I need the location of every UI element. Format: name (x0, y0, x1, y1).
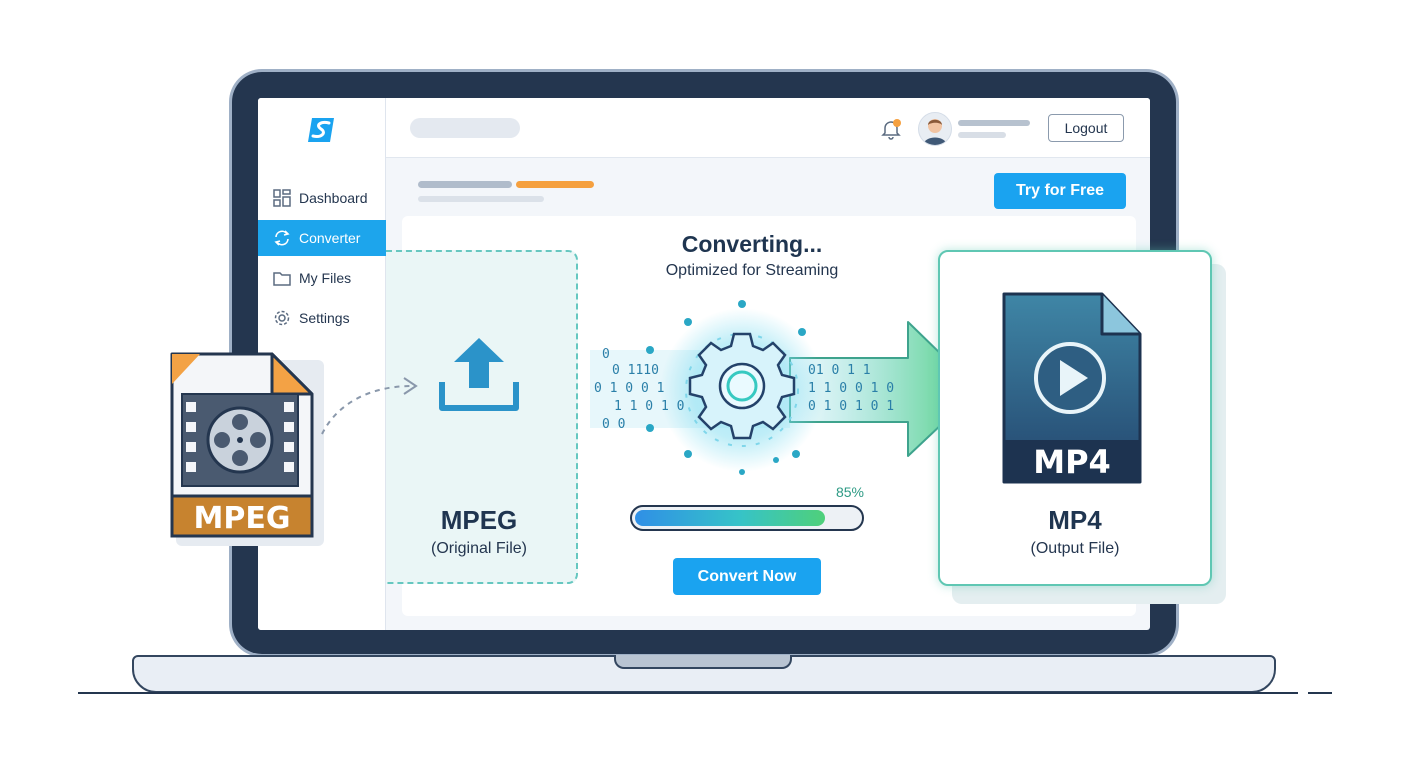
ground-line-dash (1308, 692, 1332, 694)
refresh-icon (272, 228, 292, 248)
notification-dot (893, 119, 901, 127)
ground-line (78, 692, 1298, 694)
binary-right-line: 01 0 1 1 (808, 363, 871, 378)
search-input[interactable] (410, 118, 520, 138)
mp4-file-badge: MP4 (1033, 443, 1111, 481)
progress-bar-fill (635, 510, 825, 526)
gear-icon (688, 332, 796, 440)
mpeg-file-icon: MPEG (170, 352, 324, 546)
progress-bar (630, 505, 864, 531)
mp4-file-icon: MP4 (1002, 292, 1142, 484)
source-format-label: MPEG (440, 505, 518, 535)
dashboard-icon (272, 188, 292, 208)
sidebar-item-label: Settings (299, 310, 350, 326)
logout-button[interactable]: Logout (1048, 114, 1124, 142)
conversion-illustration: 0 0 1110 0 1 0 0 1 1 1 0 1 0 0 0 01 0 1 … (590, 300, 979, 475)
status-title: Converting... (681, 231, 823, 257)
sidebar-item-label: Dashboard (299, 190, 368, 206)
binary-right-line: 1 1 0 0 1 0 (808, 381, 894, 396)
sidebar-item-label: Converter (299, 230, 361, 246)
user-name-placeholder (958, 120, 1030, 126)
source-drop-zone[interactable] (386, 250, 578, 584)
breadcrumb-bar (418, 181, 512, 188)
binary-left-line: 0 1110 (612, 363, 659, 378)
progress-percent-label: 85% (835, 484, 864, 500)
binary-left-line: 0 1 0 0 1 (594, 381, 664, 396)
sidebar-item-converter[interactable]: Converter (258, 220, 386, 256)
convert-now-button[interactable]: Convert Now (673, 558, 821, 595)
sidebar-item-settings[interactable]: Settings (258, 300, 386, 336)
status-subtitle: Optimized for Streaming (665, 262, 839, 279)
gear-icon (272, 308, 292, 328)
breadcrumb-bar-highlight (516, 181, 594, 188)
breadcrumb-subline (418, 196, 544, 202)
app-logo-icon (308, 118, 334, 142)
output-caption: (Output File) (1030, 540, 1120, 557)
sidebar-item-dashboard[interactable]: Dashboard (258, 180, 386, 216)
laptop-notch (614, 655, 792, 669)
folder-icon (272, 268, 292, 288)
avatar[interactable] (918, 112, 952, 146)
source-caption: (Original File) (430, 540, 527, 557)
user-role-placeholder (958, 132, 1006, 138)
try-for-free-button[interactable]: Try for Free (994, 173, 1126, 209)
upload-icon (439, 338, 519, 411)
output-format-label: MP4 (1048, 505, 1102, 535)
top-bar: Logout (386, 98, 1150, 158)
bell-icon[interactable] (880, 118, 902, 140)
sidebar-item-label: My Files (299, 270, 352, 286)
sidebar-item-my-files[interactable]: My Files (258, 260, 386, 296)
mpeg-file-badge: MPEG (194, 501, 291, 536)
binary-left-line: 1 1 0 1 0 (614, 399, 684, 414)
binary-right-line: 0 1 0 1 0 1 (808, 399, 894, 414)
binary-left-line: 0 0 (602, 417, 625, 432)
dashed-arrow-icon (321, 377, 418, 435)
binary-left-line: 0 (602, 347, 610, 362)
